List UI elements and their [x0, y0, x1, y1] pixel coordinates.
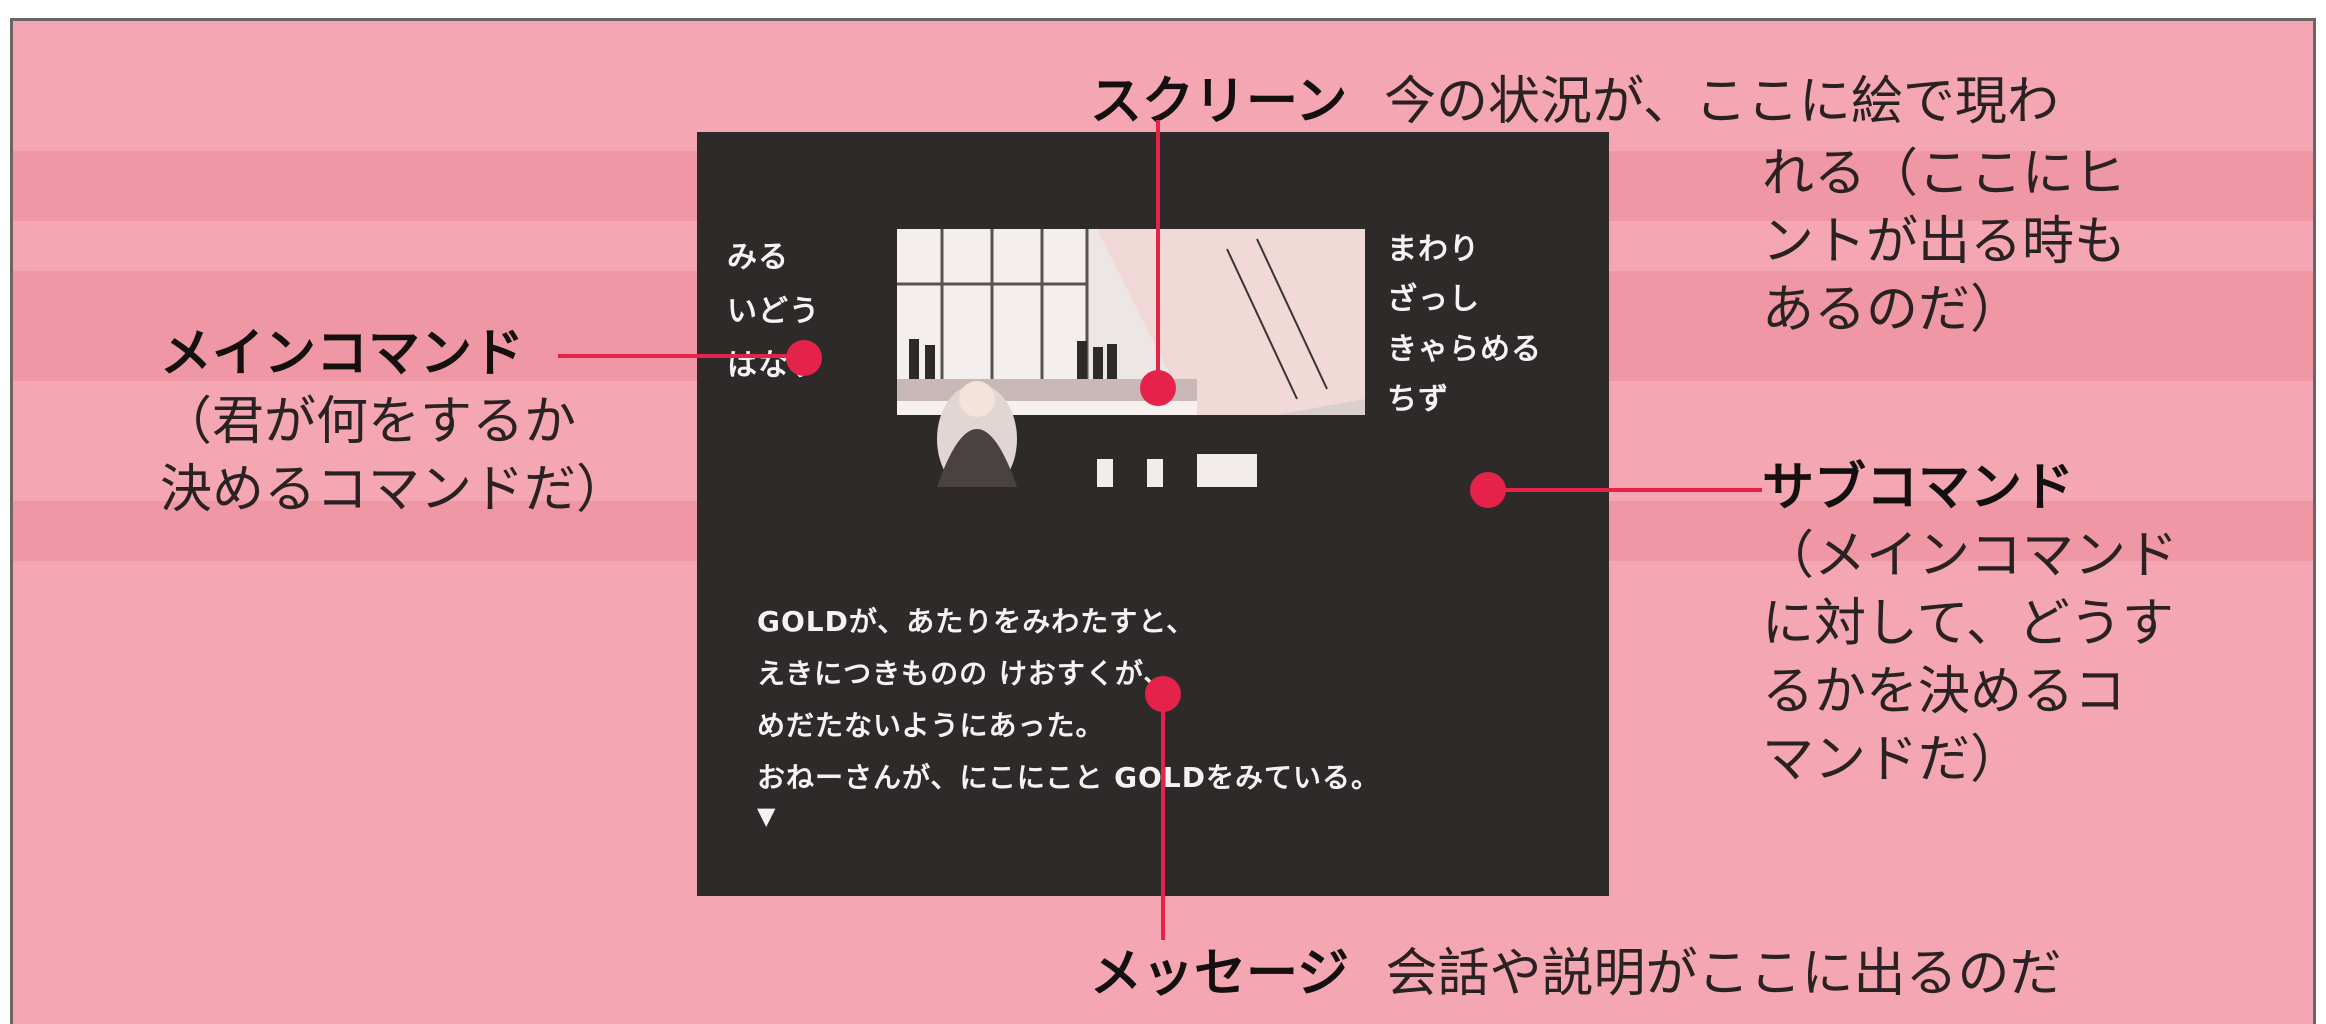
screen-leader-line: [1156, 120, 1160, 388]
screen-description-continued: れる（ここにヒ ントが出る時も あるのだ）: [1762, 140, 2126, 344]
message-pointer-dot: [1145, 676, 1181, 712]
sub-command-item[interactable]: きゃらめる: [1387, 332, 1542, 367]
screen-annotation: スクリーン 今の状況が、ここに絵で現わ: [1090, 68, 2059, 136]
message-label: メッセージ: [1090, 944, 1349, 1004]
message-line: GOLDが、あたりをみわたすと、: [757, 605, 1196, 638]
screen-description-line: あるのだ）: [1762, 280, 2023, 340]
sub-command-label: サブコマンド: [1762, 458, 2075, 518]
message-line: えきにつきものの けおすくが、: [757, 657, 1173, 690]
screen-description-line: 今の状況が、ここに絵で現わ: [1383, 72, 2059, 132]
sub-command-description-line: に対して、どうす: [1762, 594, 2174, 654]
main-command-leader-line: [558, 354, 804, 358]
sub-command-item[interactable]: ちず: [1387, 382, 1449, 417]
main-command-item[interactable]: みる: [727, 240, 789, 275]
scene-image: [897, 229, 1365, 487]
sub-command-item[interactable]: まわり: [1387, 232, 1480, 267]
message-annotation: メッセージ 会話や説明がここに出るのだ: [1090, 940, 2062, 1008]
main-command-annotation: メインコマンド （君が何をするか 決めるコマンドだ）: [160, 320, 628, 524]
message-line: おねーさんが、にこにこと GOLDをみている。: [757, 761, 1380, 794]
sub-command-description-line: （メインコマンド: [1762, 526, 2179, 586]
sub-command-annotation: サブコマンド （メインコマンド に対して、どうす るかを決めるコ マンドだ）: [1762, 454, 2178, 794]
station-scene-illustration: [897, 229, 1365, 487]
message-line: めだたないようにあった。: [757, 709, 1105, 742]
message-description: 会話や説明がここに出るのだ: [1385, 944, 2062, 1004]
sub-command-description-line: マンドだ）: [1762, 730, 2023, 790]
sub-command-item[interactable]: ざっし: [1387, 282, 1480, 317]
screen-label: スクリーン: [1090, 72, 1348, 132]
screen-description-line: れる（ここにヒ: [1762, 144, 2127, 204]
continue-arrow-icon[interactable]: ▼: [757, 802, 777, 830]
main-command-label: メインコマンド: [160, 324, 525, 384]
main-command-description-line: （君が何をするか: [160, 392, 577, 452]
sub-command-leader-line: [1496, 488, 1762, 492]
main-command-item[interactable]: いどう: [727, 294, 820, 329]
main-command-pointer-dot: [786, 340, 822, 376]
screen-description-line: ントが出る時も: [1762, 212, 2127, 272]
message-leader-line: [1161, 690, 1165, 940]
screen-pointer-dot: [1140, 370, 1176, 406]
main-command-description-line: 決めるコマンドだ）: [160, 460, 629, 520]
game-screen: みる いどう はなす: [697, 132, 1609, 896]
sub-command-pointer-dot: [1470, 472, 1506, 508]
sub-command-description-line: るかを決めるコ: [1762, 662, 2127, 722]
